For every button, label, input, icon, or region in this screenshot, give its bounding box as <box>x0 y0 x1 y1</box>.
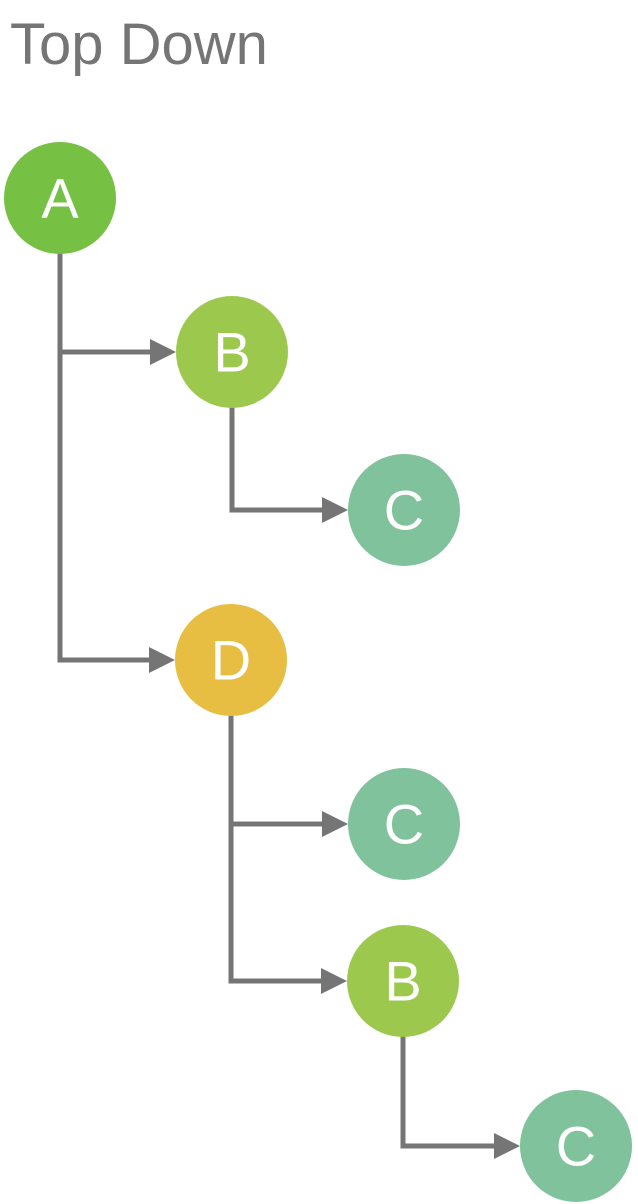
edge-D-C2 <box>228 714 328 827</box>
arrowhead-icon <box>150 339 176 365</box>
node-B1: B <box>176 296 288 408</box>
node-C3-circle <box>520 1090 632 1202</box>
edge-B1-C1 <box>229 406 328 513</box>
node-B1-circle <box>176 296 288 408</box>
node-C3: C <box>520 1090 632 1202</box>
node-C2: C <box>348 768 460 880</box>
edge-B2-C3 <box>400 1035 500 1149</box>
node-B2-label: B <box>384 950 421 1013</box>
node-C2-label: C <box>384 793 424 856</box>
node-C3-label: C <box>556 1115 596 1178</box>
node-A-label: A <box>41 167 79 230</box>
arrowhead-icon <box>322 811 348 837</box>
node-C1-label: C <box>384 479 424 542</box>
edge-A-B1 <box>57 252 156 355</box>
arrowhead-icon <box>494 1133 520 1159</box>
arrowhead-icon <box>149 647 175 673</box>
node-B2: B <box>347 925 459 1037</box>
node-B1-label: B <box>213 321 250 384</box>
node-C1: C <box>348 454 460 566</box>
edge-A-D <box>57 252 155 663</box>
node-A-circle <box>4 142 116 254</box>
node-D-label: D <box>211 629 251 692</box>
node-D: D <box>175 604 287 716</box>
arrowhead-icon <box>321 968 347 994</box>
arrowhead-icon <box>322 497 348 523</box>
node-D-circle <box>175 604 287 716</box>
node-A: A <box>4 142 116 254</box>
node-C1-circle <box>348 454 460 566</box>
edge-D-B2 <box>228 714 327 984</box>
node-B2-circle <box>347 925 459 1037</box>
diagram-title: Top Down <box>10 12 268 77</box>
node-C2-circle <box>348 768 460 880</box>
